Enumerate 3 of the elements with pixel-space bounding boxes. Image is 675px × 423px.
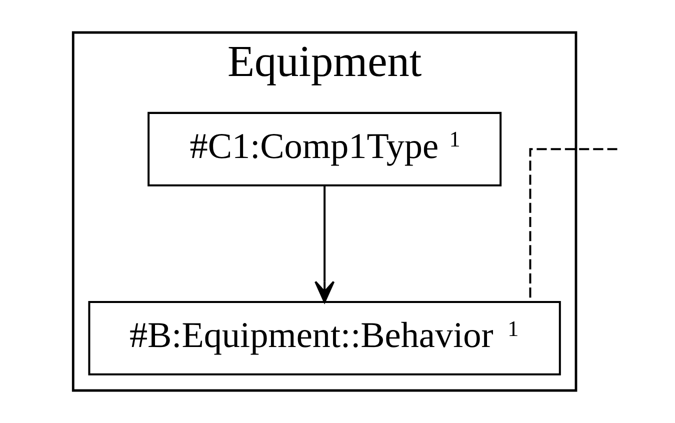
- node-box: #B:Equipment::Behavior 1: [88, 301, 560, 376]
- arrow: [314, 186, 334, 303]
- node-box: #C1:Comp1Type 1: [147, 112, 502, 186]
